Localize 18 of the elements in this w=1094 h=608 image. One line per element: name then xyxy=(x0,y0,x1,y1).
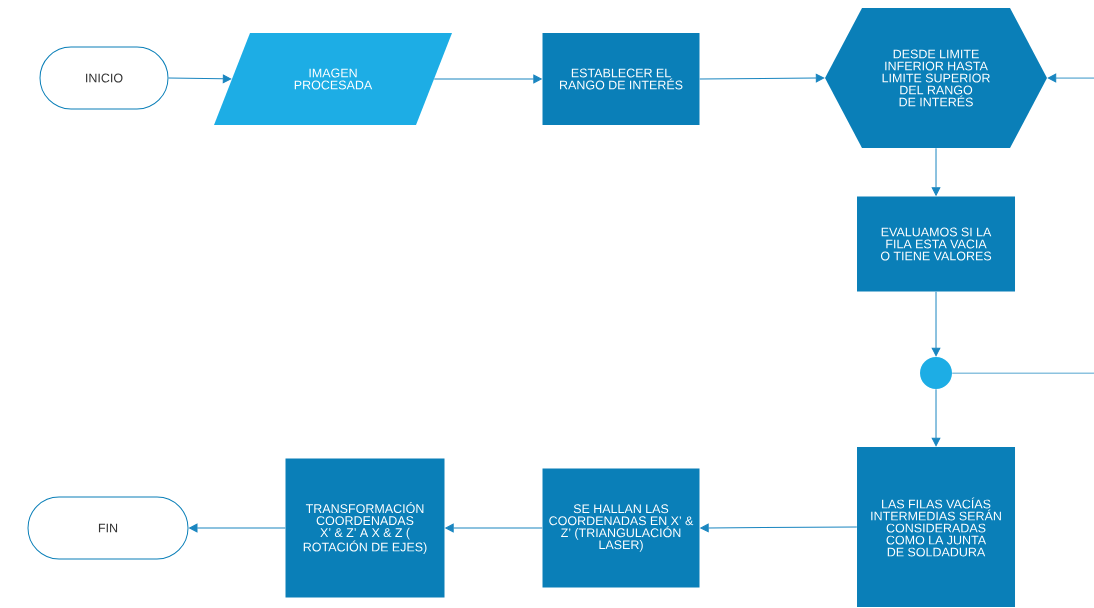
arrow xyxy=(700,523,858,533)
arrow xyxy=(1047,73,1094,83)
process-box: SE HALLAN LAS COORDENADAS EN X’ & Z’ (TRIANGULACIÓN LASER) xyxy=(542,468,700,588)
arrow xyxy=(931,147,941,196)
loop-hexagon: DESDE LIMITE INFERIOR HASTA LIMITE SUPERIOR DEL RANGO DE INTERÉS xyxy=(825,8,1047,148)
arrow xyxy=(931,388,941,447)
arrow xyxy=(189,523,286,533)
arrow xyxy=(445,523,543,533)
connector-circle xyxy=(920,357,952,389)
arrow xyxy=(433,74,542,84)
data-parallelogram: IMAGEN PROCESADA xyxy=(214,33,452,125)
process-box: ESTABLECER EL RANGO DE INTERÉS xyxy=(542,33,700,125)
arrow xyxy=(168,74,232,84)
arrow xyxy=(931,291,941,357)
process-box: TRANSFORMACIÓN COORDENADAS X’ & Z’ A X & Z ( ROTACIÓN DE EJES) xyxy=(285,458,445,598)
process-box: LAS FILAS VACÍAS INTERMEDIAS SERÁN CONSIDERADAS COMO LA JUNTA DE SOLDADURA xyxy=(857,447,1015,607)
process-box: EVALUAMOS SI LA FILA ESTA VACIA O TIENE VALORES xyxy=(857,196,1015,292)
arrow xyxy=(699,73,825,83)
